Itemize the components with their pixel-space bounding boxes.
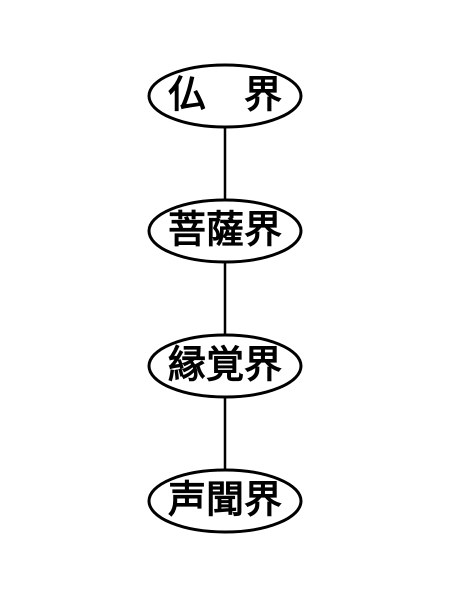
node-ellipse xyxy=(147,333,303,399)
node-label: 声聞界 xyxy=(168,477,282,522)
node-ellipse xyxy=(147,63,303,129)
node-ellipse xyxy=(147,468,303,534)
node-butsukai: 仏 界 xyxy=(147,63,303,129)
node-ellipse xyxy=(147,198,303,264)
node-engakukai: 縁覚界 xyxy=(147,333,303,399)
node-label: 仏 界 xyxy=(168,72,282,117)
node-label: 菩薩界 xyxy=(168,207,282,252)
node-shomonkai: 声聞界 xyxy=(147,468,303,534)
node-label: 縁覚界 xyxy=(168,342,282,387)
node-bosatsukai: 菩薩界 xyxy=(147,198,303,264)
